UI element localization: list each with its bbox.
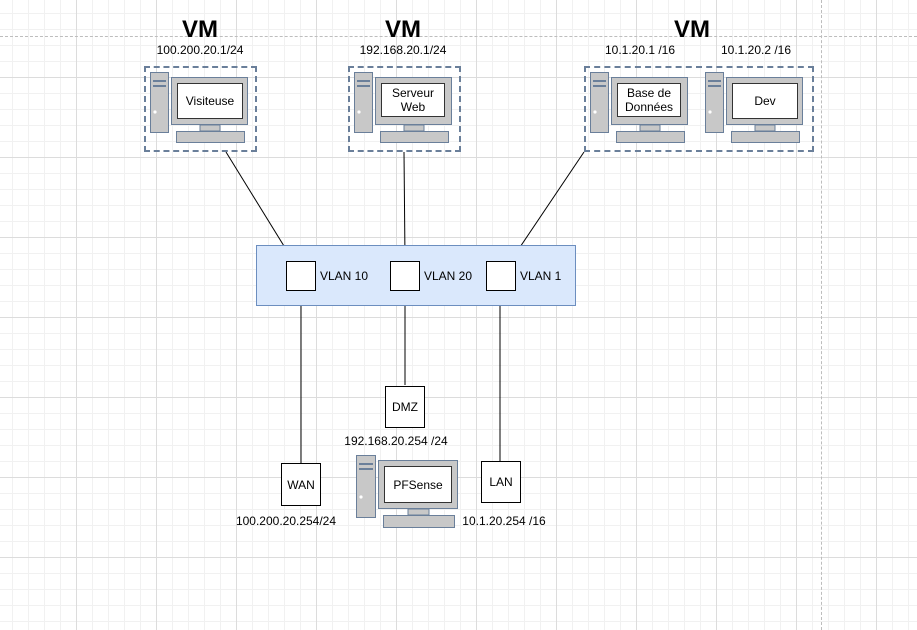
- computer-icon-dev[interactable]: Dev: [705, 72, 805, 144]
- page-boundary-horizontal: [0, 36, 917, 37]
- vlan10-port[interactable]: [286, 261, 316, 291]
- vlan1-label: VLAN 1: [520, 269, 562, 283]
- pc-screen-label: Serveur Web: [381, 83, 445, 117]
- host-ip-dev: 10.1.20.2 /16: [720, 43, 792, 57]
- computer-icon-pfsense[interactable]: PFSense: [356, 455, 460, 529]
- host-ip-serveur-web: 192.168.20.1/24: [359, 43, 447, 57]
- lan-interface[interactable]: LAN: [481, 461, 521, 503]
- page-boundary-vertical: [821, 0, 822, 630]
- computer-icon-base-de-donnees[interactable]: Base de Données: [590, 72, 690, 144]
- dmz-interface[interactable]: DMZ: [385, 386, 425, 428]
- pc-screen-label: Visiteuse: [177, 83, 243, 119]
- computer-icon-visiteuse[interactable]: Visiteuse: [150, 72, 250, 144]
- host-ip-base-de-donnees: 10.1.20.1 /16: [604, 43, 676, 57]
- host-ip-visiteuse: 100.200.20.1/24: [156, 43, 244, 57]
- lan-ip: 10.1.20.254 /16: [462, 514, 546, 528]
- vlan10-label: VLAN 10: [320, 269, 369, 283]
- vm-group-title-3: VM: [674, 16, 710, 43]
- dmz-ip: 192.168.20.254 /24: [344, 434, 448, 448]
- pc-screen-label: Dev: [732, 83, 798, 119]
- link-serveur-vlan20: [400, 151, 409, 260]
- wan-interface[interactable]: WAN: [281, 463, 321, 506]
- vm-box-serveur-web[interactable]: [348, 66, 461, 152]
- vm-box-visiteuse[interactable]: [144, 66, 257, 152]
- vlan1-port[interactable]: [486, 261, 516, 291]
- link-bdd-vlan1: [511, 151, 585, 260]
- link-visiteuse-vlan10: [225, 151, 293, 260]
- vm-group-title-1: VM: [182, 16, 218, 43]
- vlan20-label: VLAN 20: [424, 269, 473, 283]
- pc-screen-label: Base de Données: [617, 83, 681, 117]
- vm-box-bdd-dev[interactable]: [584, 66, 814, 152]
- pc-screen-label: PFSense: [384, 466, 452, 503]
- vlan20-port[interactable]: [390, 261, 420, 291]
- wan-ip: 100.200.20.254/24: [235, 514, 337, 528]
- vm-group-title-2: VM: [385, 16, 421, 43]
- computer-icon-serveur-web[interactable]: Serveur Web: [354, 72, 454, 144]
